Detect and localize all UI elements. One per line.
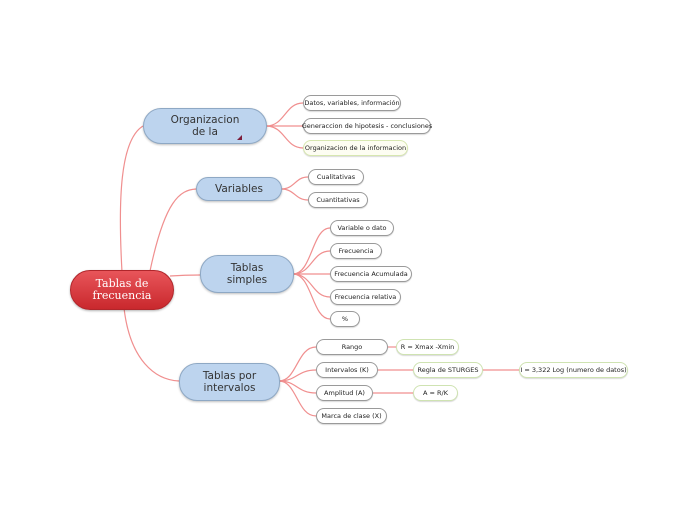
formula-rango-label: R = Xmax -Xmin: [400, 343, 455, 351]
topic-simples-line2: simples: [226, 274, 268, 286]
subtopic-cuantitativas-label: Cuantitativas: [316, 196, 360, 204]
subtopic-hipotesis-label: Generaccion de hipotesis - conclusiones: [301, 122, 433, 130]
subtopic-intervalos-label: Intervalos (K): [325, 366, 369, 374]
subtopic-cualitativas[interactable]: Cualitativas: [308, 169, 364, 185]
subtopic-variable-dato[interactable]: Variable o dato: [330, 220, 394, 236]
subtopic-hipotesis[interactable]: Generaccion de hipotesis - conclusiones: [301, 118, 433, 134]
subtopic-cuantitativas[interactable]: Cuantitativas: [308, 192, 368, 208]
root-label-line1: Tablas de: [95, 277, 149, 290]
collapse-marker-icon[interactable]: [237, 135, 242, 140]
subtopic-porcentaje-label: %: [341, 315, 349, 323]
formula-amplitud-label: A = R/K: [423, 389, 448, 397]
topic-intervalos-line2: intervalos: [203, 382, 256, 394]
formula-sturges[interactable]: I = 3,322 Log (numero de datos): [519, 362, 628, 378]
subtopic-frecuencia[interactable]: Frecuencia: [330, 243, 382, 259]
topic-tablas-intervalos[interactable]: Tablas por intervalos: [179, 363, 280, 401]
topic-simples-line1: Tablas: [230, 262, 264, 274]
formula-rango[interactable]: R = Xmax -Xmin: [396, 339, 459, 355]
subtopic-rango[interactable]: Rango: [316, 339, 388, 355]
subtopic-porcentaje[interactable]: %: [330, 311, 360, 327]
subtopic-frecuencia-relativa-label: Frecuencia relativa: [334, 293, 397, 301]
subtopic-rango-label: Rango: [341, 343, 363, 351]
subtopic-cualitativas-label: Cualitativas: [316, 173, 356, 181]
subtopic-regla-sturges-label: Regla de STURGES: [417, 366, 479, 374]
subtopic-organizacion-informacion-label: Organizacion de la informacion: [304, 144, 407, 152]
formula-sturges-label: I = 3,322 Log (numero de datos): [520, 366, 627, 374]
root-label-line2: frecuencia: [92, 289, 152, 302]
topic-organizacion-line1: Organizacion: [170, 114, 240, 126]
topic-variables[interactable]: Variables: [196, 177, 282, 201]
subtopic-marca-clase[interactable]: Marca de clase (X): [316, 408, 387, 424]
subtopic-datos[interactable]: Datos, variables, información: [303, 95, 401, 111]
topic-intervalos-line1: Tablas por: [202, 370, 257, 382]
subtopic-intervalos[interactable]: Intervalos (K): [316, 362, 378, 378]
subtopic-variable-dato-label: Variable o dato: [337, 224, 387, 232]
subtopic-amplitud-label: Amplitud (A): [324, 389, 365, 397]
root-node[interactable]: Tablas de frecuencia: [70, 270, 174, 310]
subtopic-frecuencia-label: Frecuencia: [338, 247, 374, 255]
subtopic-regla-sturges[interactable]: Regla de STURGES: [413, 362, 483, 378]
subtopic-organizacion-informacion[interactable]: Organizacion de la informacion: [303, 140, 408, 156]
subtopic-frecuencia-relativa[interactable]: Frecuencia relativa: [330, 289, 401, 305]
topic-variables-label: Variables: [215, 183, 263, 195]
subtopic-datos-label: Datos, variables, información: [304, 99, 400, 107]
topic-organizacion-line2: de la: [192, 126, 218, 138]
formula-amplitud[interactable]: A = R/K: [413, 385, 458, 401]
topic-tablas-simples[interactable]: Tablas simples: [200, 255, 294, 293]
subtopic-amplitud[interactable]: Amplitud (A): [316, 385, 373, 401]
subtopic-frecuencia-acumulada-label: Frecuencia Acumulada: [334, 270, 408, 278]
subtopic-marca-clase-label: Marca de clase (X): [321, 412, 382, 420]
subtopic-frecuencia-acumulada[interactable]: Frecuencia Acumulada: [330, 266, 412, 282]
topic-organizacion[interactable]: Organizacion de la: [143, 108, 267, 144]
